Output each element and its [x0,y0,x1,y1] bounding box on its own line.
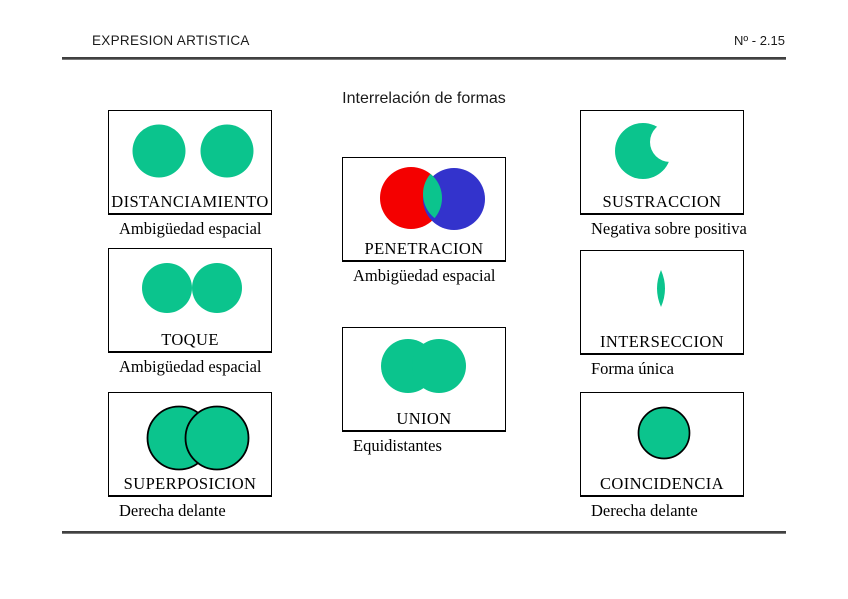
panel-caption: Forma única [591,359,674,378]
header-subject-text: EXPRESION ARTISTICA [92,33,250,48]
sustraccion-shape-canvas [615,122,690,179]
blue-circle-shape [423,168,485,230]
toque-box: TOQUE [108,248,272,353]
panel-label: TOQUE [161,330,219,349]
panel-union: UNION Equidistantes [342,327,506,456]
single-circle-shape [637,406,691,460]
coincidencia-shape-canvas [637,406,691,460]
right-merged-circle-shape [412,339,466,393]
interseccion-box: INTERSECCION [580,250,744,355]
distanciamiento-box: DISTANCIAMIENTO [108,110,272,215]
superposicion-shape-canvas [146,405,250,471]
panel-caption: Derecha delante [591,501,698,520]
distanciamiento-shape-canvas [132,124,254,178]
header-sheet-number: Nº - 2.15 [734,33,785,48]
panel-penetracion: PENETRACION Ambigüedad espacial [342,157,506,286]
union-box: UNION [342,327,506,432]
panel-superposicion: SUPERPOSICION Derecha delante [108,392,272,521]
bottom-rule [62,531,786,534]
panel-caption: Negativa sobre positiva [591,219,747,238]
panel-coincidencia: COINCIDENCIA Derecha delante [580,392,744,521]
panel-label: INTERSECCION [600,332,724,351]
panel-interseccion: INTERSECCION Forma única [580,250,744,379]
lens-shape [657,270,665,307]
left-circle-shape [142,263,192,313]
panel-label: SUPERPOSICION [123,474,257,493]
panel-label: COINCIDENCIA [600,474,724,493]
right-circle-shape [200,124,254,178]
right-circle-shape [192,263,242,313]
bite-cutout-shape [650,122,690,162]
sustraccion-box: SUSTRACCION [580,110,744,215]
interseccion-shape-canvas [657,270,665,307]
panel-caption: Ambigüedad espacial [353,266,496,285]
union-shape-canvas [381,339,466,393]
panel-label: DISTANCIAMIENTO [111,192,269,211]
panel-toque: TOQUE Ambigüedad espacial [108,248,272,377]
panel-label: PENETRACION [364,239,484,258]
panel-distanciamiento: DISTANCIAMIENTO Ambigüedad espacial [108,110,272,239]
panel-label: UNION [396,409,452,428]
toque-shape-canvas [142,263,242,313]
page-title: Interrelación de formas [342,90,506,107]
left-circle-shape [132,124,186,178]
penetracion-box: PENETRACION [342,157,506,262]
panel-caption: Derecha delante [119,501,226,520]
panel-label: SUSTRACCION [602,192,722,211]
panel-caption: Ambigüedad espacial [119,357,262,376]
panel-caption: Ambigüedad espacial [119,219,262,238]
front-circle-shape [184,405,250,471]
panel-sustraccion: SUSTRACCION Negativa sobre positiva [580,110,747,239]
penetracion-shape-canvas [380,167,485,230]
panel-caption: Equidistantes [353,436,442,455]
superposicion-box: SUPERPOSICION [108,392,272,497]
coincidencia-box: COINCIDENCIA [580,392,744,497]
top-rule [62,57,786,60]
